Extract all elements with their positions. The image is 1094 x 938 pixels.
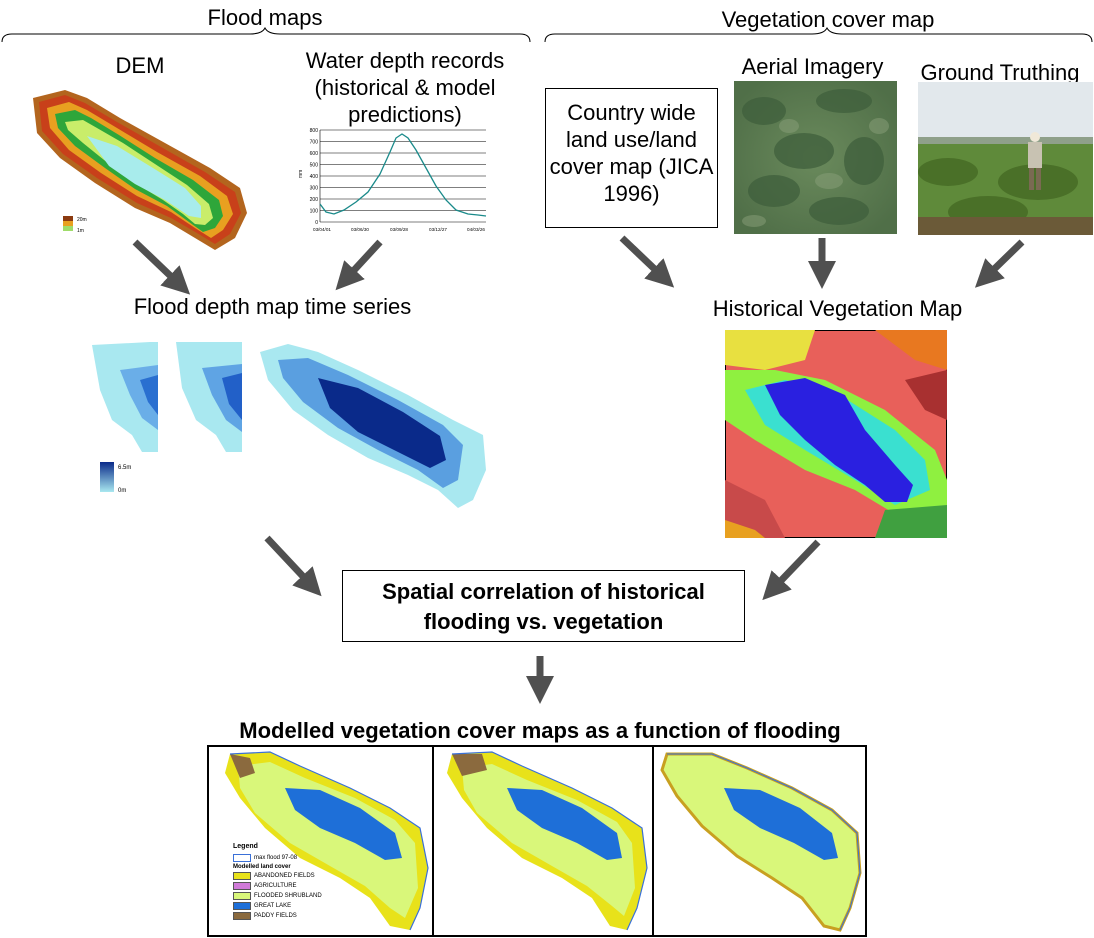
legend-subtitle: Modelled land cover: [233, 864, 291, 870]
landuse-map-text: Country wide land use/land cover map (JI…: [549, 100, 714, 206]
dem-map: 20m 1m: [33, 90, 247, 250]
depth-legend: 6.5m 0m: [100, 462, 131, 494]
modelled-map-1: [225, 751, 429, 931]
y-tick: 500: [310, 163, 319, 169]
legend-item-label: AGRICULTURE: [254, 883, 297, 889]
y-tick: 300: [310, 186, 319, 192]
correlation-box: Spatial correlation of historical floodi…: [342, 570, 745, 642]
y-unit: mm: [298, 170, 304, 178]
arrow-ground-to-vegmap: [974, 239, 1025, 288]
water-depth-label: Water depth records (historical & model …: [305, 48, 505, 127]
legend-item-abandoned: ABANDONED FIELDS: [233, 872, 343, 880]
flood-depth-map-3: [260, 344, 486, 508]
flood-depth-map-2: [176, 342, 242, 452]
x-tick: 03/12/27: [429, 227, 447, 232]
output-maps-frame: [207, 745, 867, 937]
y-tick: 700: [310, 140, 319, 146]
y-tick: 0: [315, 220, 318, 226]
y-tick: 800: [310, 128, 319, 134]
vegetation-cover-title: Vegetation cover map: [721, 7, 935, 32]
legend-item-label: FLOODED SHRUBLAND: [254, 893, 322, 899]
flood-depth-map-1: [92, 342, 158, 452]
map-legend: Legend max flood 97-08 Modelled land cov…: [233, 843, 343, 920]
landuse-map-box: Country wide land use/land cover map (JI…: [545, 88, 718, 228]
x-tick: 04/03/26: [467, 227, 485, 232]
aerial-imagery-photo: [734, 81, 897, 234]
dem-legend-high: 20m: [77, 217, 87, 223]
depth-legend-low: 0m: [118, 488, 126, 494]
depth-legend-high: 6.5m: [118, 465, 131, 471]
legend-item-lake: GREAT LAKE: [233, 902, 343, 910]
flood-maps-brace: [1, 26, 1093, 43]
arrow-series-to-correlation: [264, 535, 322, 597]
y-tick: 600: [310, 151, 319, 157]
legend-max-flood-label: max flood 97-08: [254, 855, 298, 861]
legend-item-shrubland: FLOODED SHRUBLAND: [233, 892, 343, 900]
legend-title: Legend: [233, 843, 258, 850]
ground-truthing-label: Ground Truthing: [920, 60, 1080, 85]
arrow-vegmap-to-correlation: [762, 539, 821, 601]
legend-max-flood-swatch: [233, 854, 251, 862]
historical-vegmap-label: Historical Vegetation Map: [712, 296, 963, 321]
output-divider-1: [432, 747, 434, 935]
modelled-map-2: [447, 751, 648, 931]
legend-swatch: [233, 892, 251, 900]
legend-swatch: [233, 872, 251, 880]
water-depth-chart: 800 700 600 500 400 300 200 100 0 mm 03/…: [298, 128, 487, 232]
ground-truthing-photo: [918, 82, 1093, 235]
x-tick: 03/04/01: [313, 227, 331, 232]
arrow-landuse-to-vegmap: [619, 235, 675, 288]
dem-legend-low: 1m: [77, 228, 84, 234]
x-tick: 03/09/28: [390, 227, 408, 232]
output-divider-2: [652, 747, 654, 935]
legend-swatch: [233, 912, 251, 920]
correlation-text: Spatial correlation of historical floodi…: [382, 579, 705, 634]
legend-max-flood-row: max flood 97-08: [233, 854, 343, 862]
y-tick: 400: [310, 174, 319, 180]
x-tick: 03/06/30: [351, 227, 369, 232]
legend-item-paddy: PADDY FIELDS: [233, 912, 343, 920]
flood-series-label: Flood depth map time series: [133, 294, 412, 319]
y-tick: 100: [310, 209, 319, 215]
dem-label: DEM: [115, 53, 165, 78]
historical-vegetation-map: [725, 330, 947, 538]
legend-item-label: PADDY FIELDS: [254, 913, 297, 919]
legend-item-agriculture: AGRICULTURE: [233, 882, 343, 890]
legend-item-label: ABANDONED FIELDS: [254, 873, 315, 879]
y-tick: 200: [310, 197, 319, 203]
output-title: Modelled vegetation cover maps as a func…: [239, 718, 841, 743]
arrow-depth-to-series: [335, 239, 383, 291]
legend-swatch: [233, 882, 251, 890]
aerial-imagery-label: Aerial Imagery: [741, 54, 884, 79]
modelled-map-3: [660, 752, 862, 932]
legend-item-label: GREAT LAKE: [254, 903, 292, 909]
flood-maps-title: Flood maps: [207, 5, 323, 30]
legend-swatch: [233, 902, 251, 910]
water-depth-series-line: [319, 133, 487, 217]
